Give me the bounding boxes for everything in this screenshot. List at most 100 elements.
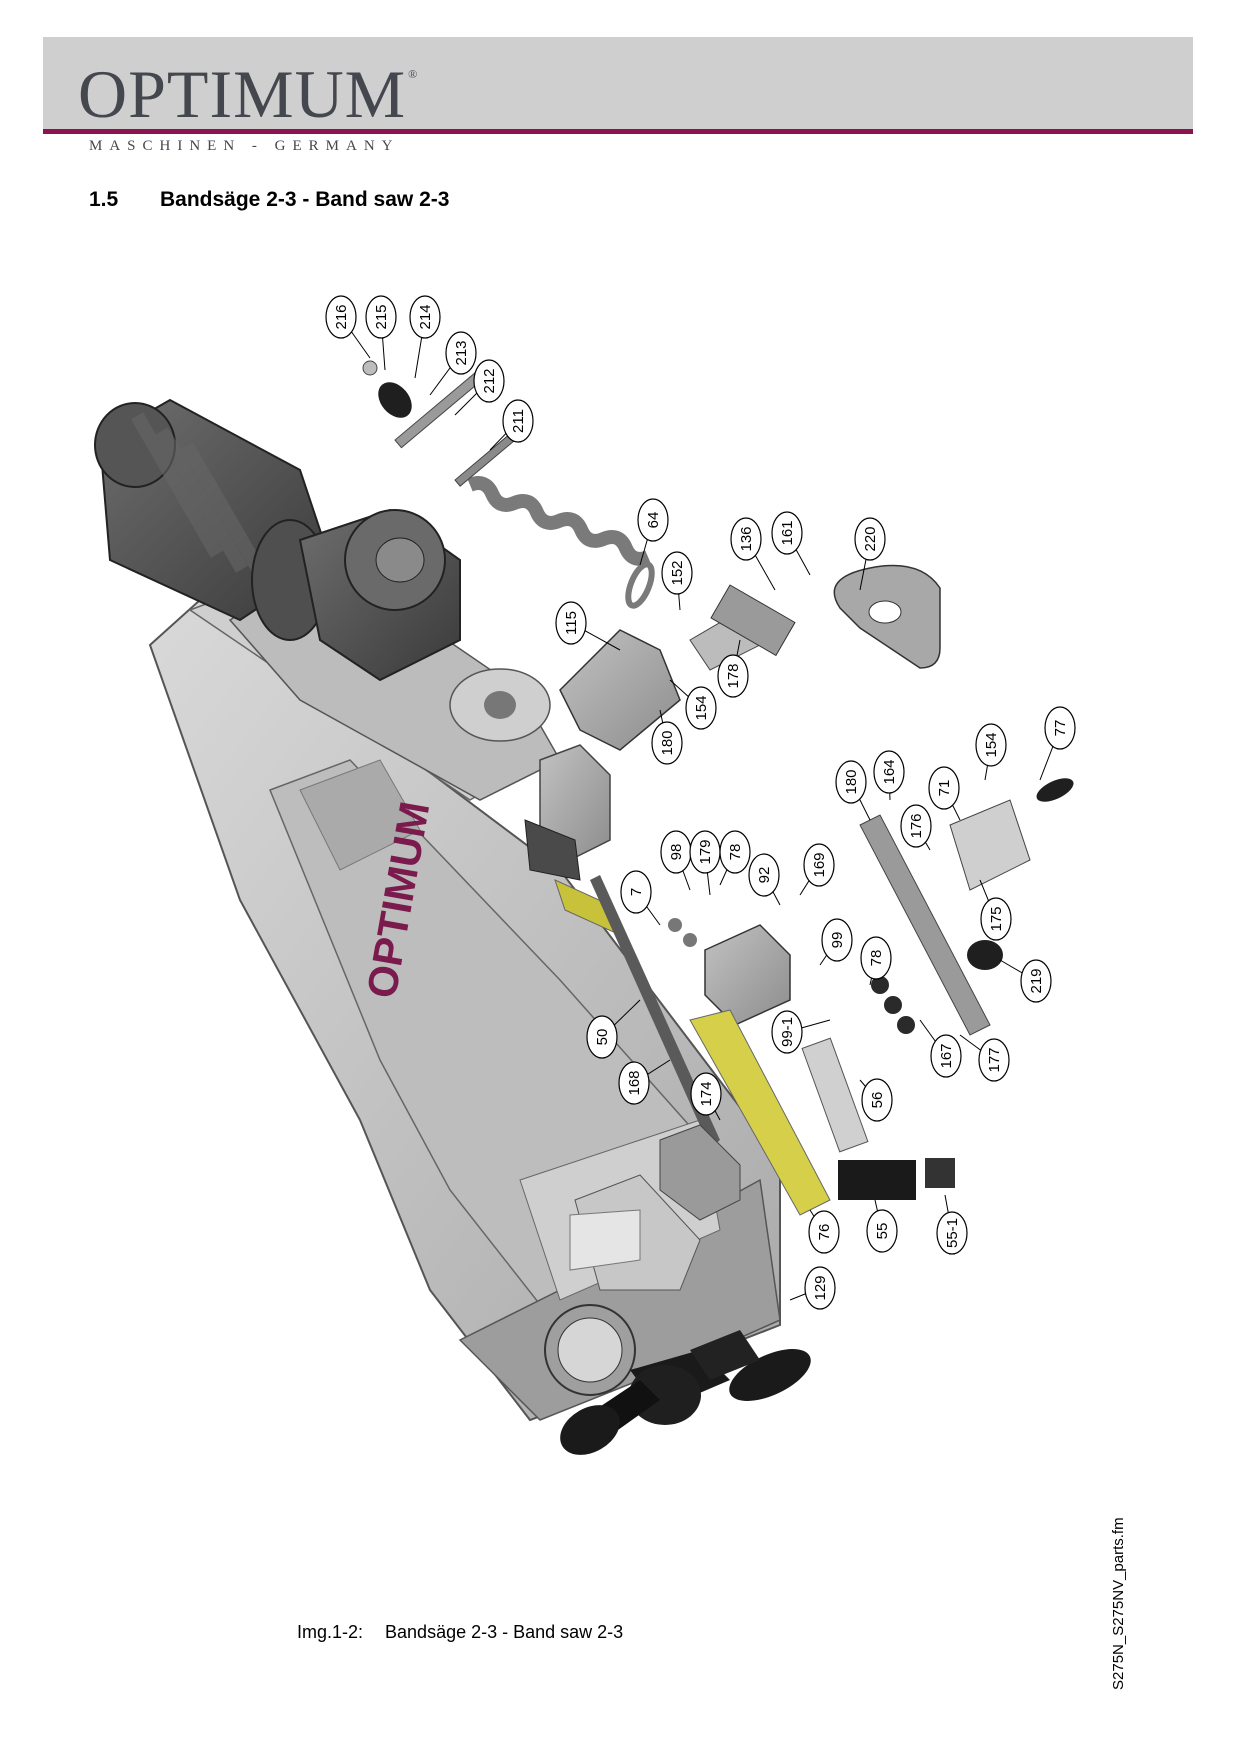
callout-92: 92 [748, 853, 781, 906]
callout-180: 180 [651, 709, 683, 765]
callout-balloon [748, 853, 780, 897]
registered-mark: ® [408, 67, 419, 81]
callout-balloon [975, 723, 1007, 767]
callout-label: 76 [816, 1224, 833, 1241]
caption-text: Bandsäge 2-3 - Band saw 2-3 [385, 1622, 624, 1642]
callout-56: 56 [859, 1078, 893, 1122]
callout-label: 129 [812, 1275, 829, 1300]
brand-name: OPTIMUM [78, 56, 407, 132]
callout-99-1: 99-1 [771, 1010, 831, 1054]
callout-label: 177 [986, 1047, 1003, 1072]
tension-spring [467, 476, 655, 609]
roller [801, 1037, 869, 1153]
callout-label: 219 [1028, 968, 1045, 993]
callout-label: 152 [669, 560, 686, 585]
source-filename: S275N_S275NV_parts.fm [1110, 1517, 1127, 1690]
callout-220: 220 [854, 517, 886, 591]
cover-plate [833, 564, 941, 669]
gearbox [251, 508, 461, 682]
callout-label: 98 [668, 844, 685, 861]
callout-99: 99 [819, 918, 853, 966]
callout-label: 220 [862, 526, 879, 551]
callout-balloon [771, 1010, 803, 1054]
callout-label: 99 [829, 932, 846, 949]
callout-167: 167 [919, 1019, 962, 1078]
callout-136: 136 [730, 517, 776, 591]
callout-balloon [928, 766, 960, 810]
callout-label: 180 [659, 730, 676, 755]
chip-guard [689, 1009, 831, 1216]
callout-balloon [620, 870, 652, 914]
callout-balloon [586, 1015, 618, 1059]
callout-balloon [821, 918, 853, 962]
callout-214: 214 [409, 295, 441, 379]
guide-rail [859, 778, 1074, 1036]
callout-balloon [651, 721, 683, 765]
callout-label: 161 [779, 520, 796, 545]
callout-label: 169 [811, 852, 828, 877]
callout-152: 152 [661, 551, 693, 611]
callout-179: 179 [689, 830, 721, 896]
callout-balloon [409, 295, 441, 339]
callout-balloon [978, 1038, 1010, 1082]
switch-box [838, 1158, 955, 1200]
callout-115: 115 [555, 601, 621, 651]
callout-label: 99-1 [779, 1017, 796, 1047]
callout-balloon [719, 830, 751, 874]
callout-label: 154 [693, 695, 710, 720]
callout-154: 154 [975, 723, 1007, 781]
callout-balloon [861, 1078, 893, 1122]
callout-180: 180 [835, 760, 871, 821]
blade-arm [590, 875, 720, 1148]
callout-balloon [730, 517, 762, 561]
handwheel [544, 1304, 811, 1455]
callout-213: 213 [429, 331, 477, 396]
callout-label: 211 [510, 409, 527, 433]
section-title: Bandsäge 2-3 - Band saw 2-3 [160, 188, 450, 211]
callout-label: 216 [333, 304, 350, 329]
callout-balloon [873, 750, 905, 794]
callout-label: 180 [843, 769, 860, 794]
callout-129: 129 [789, 1266, 836, 1310]
callout-77: 77 [1039, 706, 1076, 781]
callout-164: 164 [873, 750, 905, 801]
callout-balloon [502, 399, 534, 443]
callout-label: 214 [417, 304, 434, 329]
callout-154: 154 [669, 679, 717, 730]
callout-label: 92 [756, 867, 773, 884]
guide-bearing-block [668, 918, 915, 1034]
callout-balloon [835, 760, 867, 804]
brand-logo: OPTIMUM® [78, 60, 418, 128]
callout-label: 71 [936, 780, 953, 797]
callout-balloon [808, 1210, 840, 1254]
callout-label: 78 [868, 950, 885, 967]
callout-label: 174 [698, 1081, 715, 1106]
callout-178: 178 [717, 639, 749, 698]
callout-balloon [803, 843, 835, 887]
callout-64: 64 [637, 498, 669, 566]
callout-212: 212 [454, 359, 505, 416]
callout-174: 174 [690, 1072, 722, 1121]
section-number: 1.5 [89, 188, 119, 211]
callout-label: 178 [725, 663, 742, 688]
callout-label: 7 [628, 888, 645, 896]
callout-balloon [555, 601, 587, 645]
callout-balloon [717, 654, 749, 698]
callout-label: 77 [1052, 720, 1069, 737]
header-rule [43, 129, 1193, 134]
callout-label: 213 [453, 340, 470, 365]
callout-balloon [685, 686, 717, 730]
callout-balloon [1020, 959, 1052, 1003]
caption-label: Img.1-2: [297, 1622, 364, 1642]
callout-55: 55 [866, 1199, 898, 1253]
callout-55-1: 55-1 [936, 1194, 968, 1255]
callout-76: 76 [808, 1209, 840, 1254]
callout-label: 115 [563, 611, 580, 635]
callout-98: 98 [660, 830, 692, 891]
callout-label: 179 [697, 839, 714, 864]
header-band [43, 37, 1193, 131]
callout-label: 55 [874, 1223, 891, 1240]
callout-balloon [618, 1061, 650, 1105]
